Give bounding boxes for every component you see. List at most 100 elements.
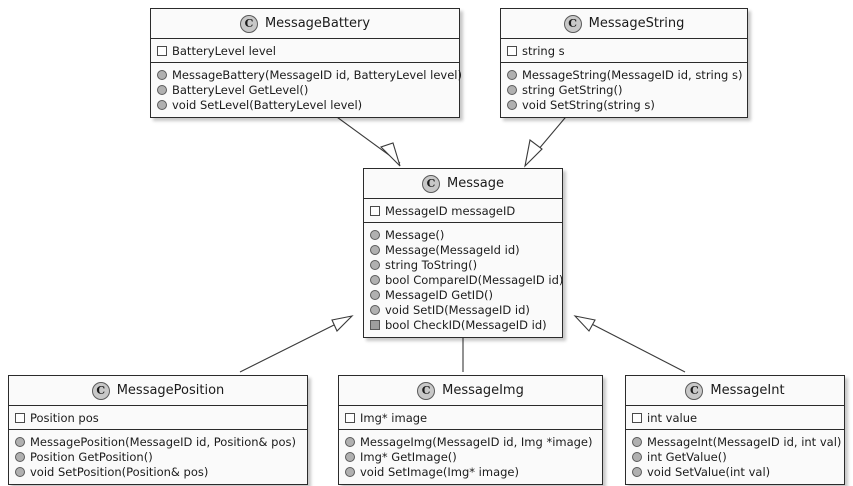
class-methods-compartment-message-string: MessageString(MessageID id, string s)str… bbox=[501, 63, 747, 117]
class-stereotype-c-icon: C bbox=[239, 14, 258, 33]
method-row: BatteryLevel GetLevel() bbox=[157, 82, 453, 97]
class-methods-compartment-message-position: MessagePosition(MessageID id, Position& … bbox=[9, 430, 307, 484]
public-method-marker-icon bbox=[15, 451, 25, 462]
method-row: MessageInt(MessageID id, int val) bbox=[632, 434, 841, 449]
method-label: MessageID GetID() bbox=[385, 287, 494, 302]
private-field-marker-icon bbox=[370, 205, 380, 216]
public-method-marker-icon bbox=[345, 466, 355, 477]
method-row: void SetValue(int val) bbox=[632, 464, 838, 479]
class-methods-compartment-message-battery: MessageBattery(MessageID id, BatteryLeve… bbox=[151, 63, 462, 117]
method-row: void SetID(MessageID id) bbox=[370, 302, 556, 317]
method-row: string GetString() bbox=[507, 82, 741, 97]
method-label: Message(MessageId id) bbox=[385, 242, 520, 257]
method-row: bool CheckID(MessageID id) bbox=[370, 317, 556, 332]
public-method-marker-icon bbox=[157, 99, 167, 110]
method-row: MessagePosition(MessageID id, Position& … bbox=[15, 434, 301, 449]
public-method-marker-icon bbox=[370, 289, 380, 300]
edge-position-to-message bbox=[239, 315, 354, 373]
private-field-marker-icon bbox=[507, 45, 517, 56]
class-stereotype-c-icon: C bbox=[422, 174, 440, 193]
private-field-marker-icon bbox=[15, 412, 25, 423]
field-label: MessageID messageID bbox=[385, 203, 516, 218]
class-name-label: MessageImg bbox=[442, 383, 524, 398]
method-row: void SetImage(Img* image) bbox=[345, 464, 596, 479]
public-method-marker-icon bbox=[370, 229, 380, 240]
class-methods-compartment-message-img: MessageImg(MessageID id, Img *image)Img*… bbox=[339, 430, 602, 484]
public-method-marker-icon bbox=[15, 466, 25, 477]
private-field-marker-icon bbox=[157, 45, 167, 56]
edge-int-to-message bbox=[573, 315, 686, 373]
field-row: MessageID messageID bbox=[370, 203, 556, 218]
field-label: Img* image bbox=[360, 410, 428, 425]
method-label: void SetString(string s) bbox=[522, 97, 655, 112]
class-methods-compartment-message: Message()Message(MessageId id)string ToS… bbox=[364, 223, 563, 337]
field-label: Position pos bbox=[30, 410, 99, 425]
class-fields-compartment-message-int: int value bbox=[626, 406, 844, 430]
method-label: string GetString() bbox=[522, 82, 623, 97]
public-method-marker-icon bbox=[632, 436, 642, 447]
class-stereotype-c-icon: C bbox=[417, 381, 436, 400]
method-row: MessageImg(MessageID id, Img *image) bbox=[345, 434, 596, 449]
class-methods-compartment-message-int: MessageInt(MessageID id, int val)int Get… bbox=[626, 430, 844, 484]
method-row: MessageBattery(MessageID id, BatteryLeve… bbox=[157, 67, 462, 82]
method-row: Position GetPosition() bbox=[15, 449, 301, 464]
class-fields-compartment-message-position: Position pos bbox=[9, 406, 307, 430]
public-method-marker-icon bbox=[507, 69, 517, 80]
class-stereotype-c-icon: C bbox=[563, 14, 582, 33]
private-field-marker-icon bbox=[345, 412, 355, 423]
public-method-marker-icon bbox=[345, 436, 355, 447]
public-method-marker-icon bbox=[370, 244, 380, 255]
method-row: void SetString(string s) bbox=[507, 97, 741, 112]
field-row: int value bbox=[632, 410, 838, 425]
method-label: MessageString(MessageID id, string s) bbox=[522, 67, 743, 82]
method-label: Position GetPosition() bbox=[30, 449, 153, 464]
method-row: string ToString() bbox=[370, 257, 556, 272]
edge-battery-to-message bbox=[329, 111, 401, 167]
public-method-marker-icon bbox=[370, 259, 380, 270]
method-label: bool CheckID(MessageID id) bbox=[385, 317, 547, 332]
method-label: bool CompareID(MessageID id) bbox=[385, 272, 564, 287]
method-label: void SetValue(int val) bbox=[647, 464, 771, 479]
private-field-marker-icon bbox=[632, 412, 642, 423]
field-label: string s bbox=[522, 43, 565, 58]
method-row: Img* GetImage() bbox=[345, 449, 596, 464]
method-label: void SetPosition(Position& pos) bbox=[30, 464, 209, 479]
method-label: string ToString() bbox=[385, 257, 478, 272]
method-label: void SetLevel(BatteryLevel level) bbox=[172, 97, 363, 112]
public-method-marker-icon bbox=[370, 304, 380, 315]
field-label: int value bbox=[647, 410, 698, 425]
method-label: void SetImage(Img* image) bbox=[360, 464, 519, 479]
class-fields-compartment-message-img: Img* image bbox=[339, 406, 602, 430]
class-stereotype-c-icon: C bbox=[685, 381, 704, 400]
field-label: BatteryLevel level bbox=[172, 43, 276, 58]
method-row: MessageString(MessageID id, string s) bbox=[507, 67, 743, 82]
field-row: string s bbox=[507, 43, 741, 58]
class-header-message-img: C MessageImg bbox=[339, 376, 602, 406]
class-name-label: MessageInt bbox=[710, 383, 785, 398]
public-method-marker-icon bbox=[370, 274, 380, 285]
method-label: MessageBattery(MessageID id, BatteryLeve… bbox=[172, 67, 462, 82]
class-fields-compartment-message: MessageID messageID bbox=[364, 199, 562, 223]
field-row: Img* image bbox=[345, 410, 596, 425]
class-stereotype-c-icon: C bbox=[91, 381, 110, 400]
protected-method-marker-icon bbox=[370, 319, 380, 330]
method-row: int GetValue() bbox=[632, 449, 838, 464]
field-row: Position pos bbox=[15, 410, 301, 425]
method-label: int GetValue() bbox=[647, 449, 727, 464]
public-method-marker-icon bbox=[632, 466, 642, 477]
public-method-marker-icon bbox=[157, 69, 167, 80]
method-row: Message() bbox=[370, 227, 556, 242]
method-row: bool CompareID(MessageID id) bbox=[370, 272, 563, 287]
field-row: BatteryLevel level bbox=[157, 43, 453, 58]
method-label: MessageImg(MessageID id, Img *image) bbox=[360, 434, 593, 449]
method-label: MessagePosition(MessageID id, Position& … bbox=[30, 434, 296, 449]
